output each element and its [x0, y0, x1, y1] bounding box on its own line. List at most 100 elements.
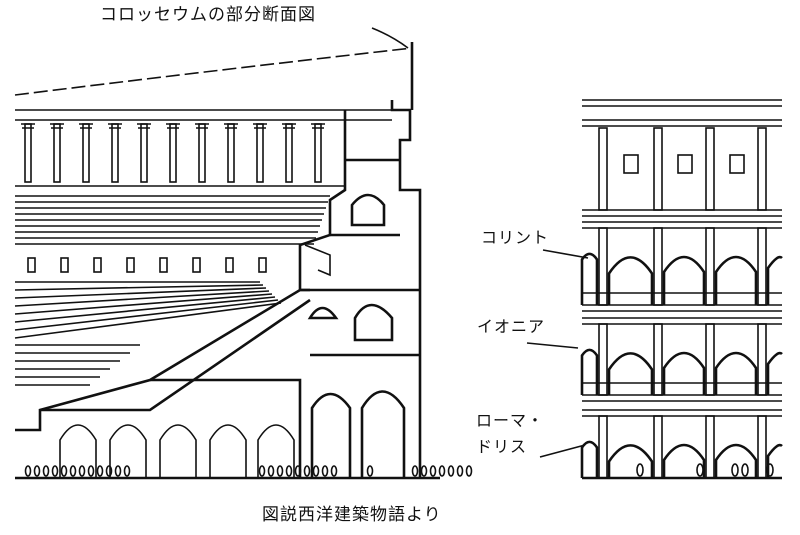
attic-pilaster	[706, 128, 714, 210]
human-figure	[323, 466, 328, 476]
human-figure	[732, 464, 738, 476]
caption: 図説西洋建築物語より	[262, 506, 442, 524]
arch	[664, 257, 704, 305]
attic-column	[228, 124, 234, 182]
human-figure	[431, 466, 436, 476]
arch	[609, 257, 652, 305]
human-figure	[467, 466, 472, 476]
column-capital	[21, 124, 35, 128]
human-figure	[98, 466, 103, 476]
engaged-column	[758, 416, 766, 478]
human-figure	[413, 466, 418, 476]
human-figure	[287, 466, 292, 476]
vomitorium-window	[127, 258, 134, 272]
column-capital	[195, 124, 209, 128]
arch	[609, 445, 652, 478]
cornice-band	[582, 222, 782, 228]
human-figure	[269, 466, 274, 476]
column-capital	[79, 124, 93, 128]
human-figure	[26, 466, 31, 476]
arch	[768, 353, 782, 395]
attic-column	[286, 124, 292, 182]
human-figure	[89, 466, 94, 476]
human-figure	[637, 464, 643, 476]
engaged-column	[706, 416, 714, 478]
attic-column	[315, 124, 321, 182]
attic-column	[199, 124, 205, 182]
arch	[664, 353, 704, 395]
attic-column	[83, 124, 89, 182]
label-ionic: イオニア	[477, 318, 545, 336]
human-figure	[80, 466, 85, 476]
human-figure	[278, 466, 283, 476]
label-roman-doric-1: ローマ・	[476, 412, 544, 430]
column-capital	[253, 124, 267, 128]
attic-column	[257, 124, 263, 182]
cornice-band	[582, 395, 782, 401]
cornice-band	[582, 318, 782, 324]
arch	[768, 445, 782, 478]
column-capital	[224, 124, 238, 128]
human-figure	[260, 466, 265, 476]
attic-pilaster	[599, 128, 607, 210]
engaged-column	[654, 324, 662, 395]
column-capital	[282, 124, 296, 128]
engaged-column	[654, 416, 662, 478]
vomitorium-window	[28, 258, 35, 272]
human-figure	[62, 466, 67, 476]
cornice-detail	[305, 245, 330, 275]
arch	[716, 353, 756, 395]
vomitorium-window	[193, 258, 200, 272]
engaged-column	[706, 324, 714, 395]
attic-window	[730, 155, 744, 173]
human-figure	[742, 464, 748, 476]
attic-column	[54, 124, 60, 182]
column-capital	[108, 124, 122, 128]
engaged-column	[599, 324, 607, 395]
human-figure	[332, 466, 337, 476]
leader-lines	[372, 28, 588, 457]
label-corinthian: コリント	[481, 229, 549, 247]
human-figure	[440, 466, 445, 476]
colosseum-exterior-elevation	[582, 100, 782, 478]
label-roman-doric-2: ドリス	[476, 438, 527, 456]
seating-step	[15, 303, 281, 338]
human-figure	[458, 466, 463, 476]
human-figure	[368, 466, 373, 476]
arch	[609, 353, 652, 395]
vomitorium-window	[226, 258, 233, 272]
cornice-band	[582, 305, 782, 311]
attic-column	[25, 124, 31, 182]
attic-beam	[15, 110, 392, 120]
human-figure	[35, 466, 40, 476]
cornice-band	[582, 100, 782, 106]
human-figure	[116, 466, 121, 476]
diagram-title: コロッセウムの部分断面図	[100, 6, 316, 24]
cornice-band	[582, 210, 782, 216]
vomitorium-window	[61, 258, 68, 272]
human-figure	[449, 466, 454, 476]
vomitorium-window	[160, 258, 167, 272]
human-figure	[697, 464, 703, 476]
arch	[716, 257, 756, 305]
arch	[582, 442, 597, 478]
middle-arch	[310, 305, 392, 340]
column-capital	[311, 124, 325, 128]
attic-pilaster	[654, 128, 662, 210]
human-figure	[314, 466, 319, 476]
human-figure	[71, 466, 76, 476]
attic-column	[170, 124, 176, 182]
vomitorium-window	[94, 258, 101, 272]
arch	[582, 350, 597, 395]
cornice-band	[582, 120, 782, 126]
attic-pilaster	[758, 128, 766, 210]
engaged-column	[758, 324, 766, 395]
substructure-arch	[258, 425, 294, 478]
human-figure	[107, 466, 112, 476]
arch	[582, 254, 597, 305]
human-figure	[422, 466, 427, 476]
substructure-arch	[210, 425, 246, 478]
column-capital	[166, 124, 180, 128]
substructure-arch	[60, 425, 96, 478]
